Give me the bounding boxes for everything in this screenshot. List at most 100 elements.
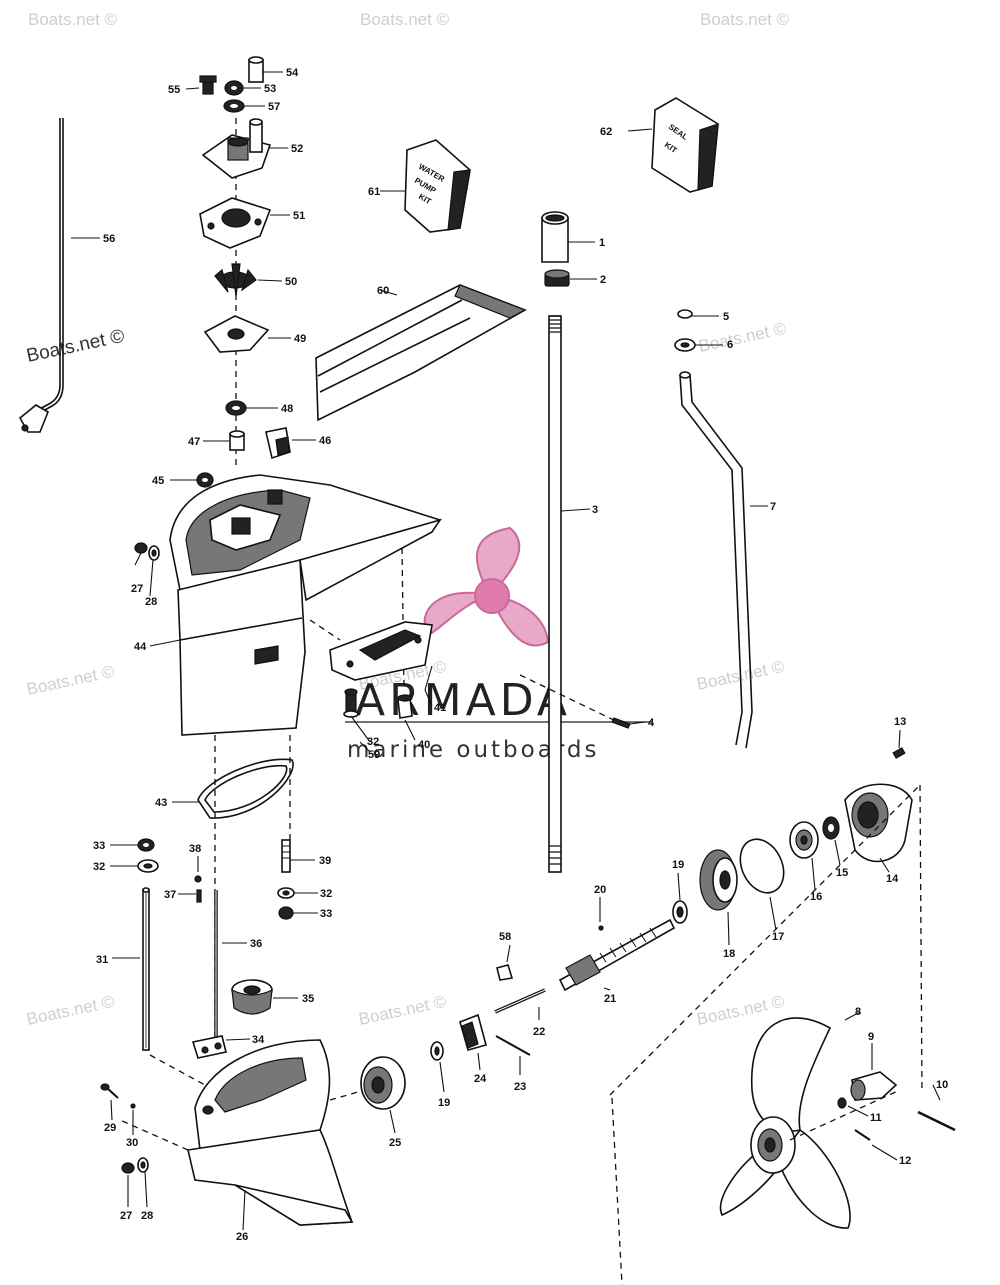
callout-30: 30 (126, 1137, 138, 1149)
callout-5: 5 (723, 311, 729, 323)
callout-24: 24 (474, 1073, 487, 1085)
callout-13: 13 (894, 716, 906, 728)
callout-34: 34 (252, 1034, 265, 1046)
callout-31: 31 (96, 954, 108, 966)
callout-29: 29 (104, 1122, 116, 1134)
callout-52: 52 (291, 143, 303, 155)
callout-46: 46 (319, 435, 331, 447)
callout-27: 27 (120, 1210, 132, 1222)
callout-17: 17 (772, 931, 784, 943)
callout-49: 49 (294, 333, 306, 345)
callout-labels: 1 2 3 4 5 6 7 8 9 10 11 12 13 14 15 16 1… (93, 67, 948, 1243)
callout-33: 33 (93, 840, 105, 852)
nut-washer-upper-27-28 (134, 542, 160, 561)
callout-10: 10 (936, 1079, 948, 1091)
callout-61: 61 (368, 186, 380, 198)
water-pump-stack (196, 56, 291, 488)
stud-part-39 (277, 839, 295, 920)
callout-41: 41 (434, 702, 446, 714)
callout-2: 2 (600, 274, 606, 286)
callout-21: 21 (604, 993, 616, 1005)
seal-kit-part-62: SEAL KIT (651, 97, 719, 193)
callout-37: 37 (164, 889, 176, 901)
callout-28: 28 (141, 1210, 153, 1222)
callout-39: 39 (319, 855, 331, 867)
callout-47: 47 (188, 436, 200, 448)
callout-11: 11 (870, 1112, 882, 1124)
callout-28: 28 (145, 596, 157, 608)
driveshaft-housing-part-44 (169, 474, 442, 1050)
callout-18: 18 (723, 948, 735, 960)
callout-33: 33 (320, 908, 332, 920)
propshaft-assembly (360, 747, 923, 1285)
watermark: Boats.net © (25, 662, 117, 699)
logo-title: ARMADA (355, 675, 571, 726)
rod-part-31 (142, 887, 206, 1086)
callout-48: 48 (281, 403, 293, 415)
callout-54: 54 (286, 67, 299, 79)
callout-19: 19 (672, 859, 684, 871)
watermark: Boats.net © (360, 10, 450, 29)
callout-43: 43 (155, 797, 167, 809)
lower-fasteners (100, 1083, 149, 1174)
callout-60: 60 (377, 285, 389, 297)
callout-58: 58 (499, 931, 511, 943)
callout-50: 50 (285, 276, 297, 288)
leader-lines (71, 71, 941, 1231)
propeller-part-8 (719, 1017, 956, 1229)
callout-25: 25 (389, 1137, 401, 1149)
callout-12: 12 (899, 1155, 911, 1167)
watermark: Boats.net © (28, 10, 118, 29)
callout-51: 51 (293, 210, 305, 222)
callout-45: 45 (152, 475, 164, 487)
callout-32: 32 (367, 736, 379, 748)
callout-15: 15 (836, 867, 848, 879)
callout-9: 9 (868, 1031, 874, 1043)
callout-53: 53 (264, 83, 276, 95)
callout-38: 38 (189, 843, 201, 855)
callout-22: 22 (533, 1026, 545, 1038)
propeller-logo-icon (423, 526, 550, 647)
callout-26: 26 (236, 1231, 248, 1243)
callout-7: 7 (770, 501, 776, 513)
watermark: Boats.net © (697, 319, 789, 356)
callout-35: 35 (302, 993, 314, 1005)
callout-32: 32 (93, 861, 105, 873)
callout-27: 27 (131, 583, 143, 595)
watermark: Boats.net © (700, 10, 790, 29)
callout-55: 55 (168, 84, 180, 96)
callout-14: 14 (886, 873, 899, 885)
watermark: Boats.net © (695, 992, 787, 1029)
gearcase-part-26 (119, 1039, 366, 1226)
callout-44: 44 (134, 641, 147, 653)
callout-57: 57 (268, 101, 280, 113)
driveshaft-part-3 (519, 211, 631, 873)
seal-ring-part-43 (197, 758, 294, 819)
watermark: Boats.net © (25, 992, 117, 1029)
callout-36: 36 (250, 938, 262, 950)
callout-23: 23 (514, 1081, 526, 1093)
callout-19: 19 (438, 1097, 450, 1109)
shift-rod-part-7 (674, 309, 753, 749)
callout-6: 6 (727, 339, 733, 351)
shift-rod-part-56 (18, 118, 64, 433)
callout-3: 3 (592, 504, 598, 516)
bracket-part-41 (329, 621, 433, 719)
callout-8: 8 (855, 1006, 861, 1018)
watermark: Boats.net © (357, 992, 449, 1029)
clip-part-34 (191, 1035, 227, 1059)
callout-59: 59 (368, 749, 380, 761)
callout-56: 56 (103, 233, 115, 245)
callout-1: 1 (599, 237, 605, 249)
callout-40: 40 (418, 739, 430, 751)
water-pump-kit-part-61: WATER PUMP KIT (404, 139, 471, 233)
callout-32: 32 (320, 888, 332, 900)
watermark-main: Boats.net © (25, 326, 127, 367)
callout-20: 20 (594, 884, 606, 896)
callout-16: 16 (810, 891, 822, 903)
callout-62: 62 (600, 126, 612, 138)
callout-4: 4 (648, 717, 655, 729)
anticavitation-plate-part-60 (315, 284, 527, 422)
